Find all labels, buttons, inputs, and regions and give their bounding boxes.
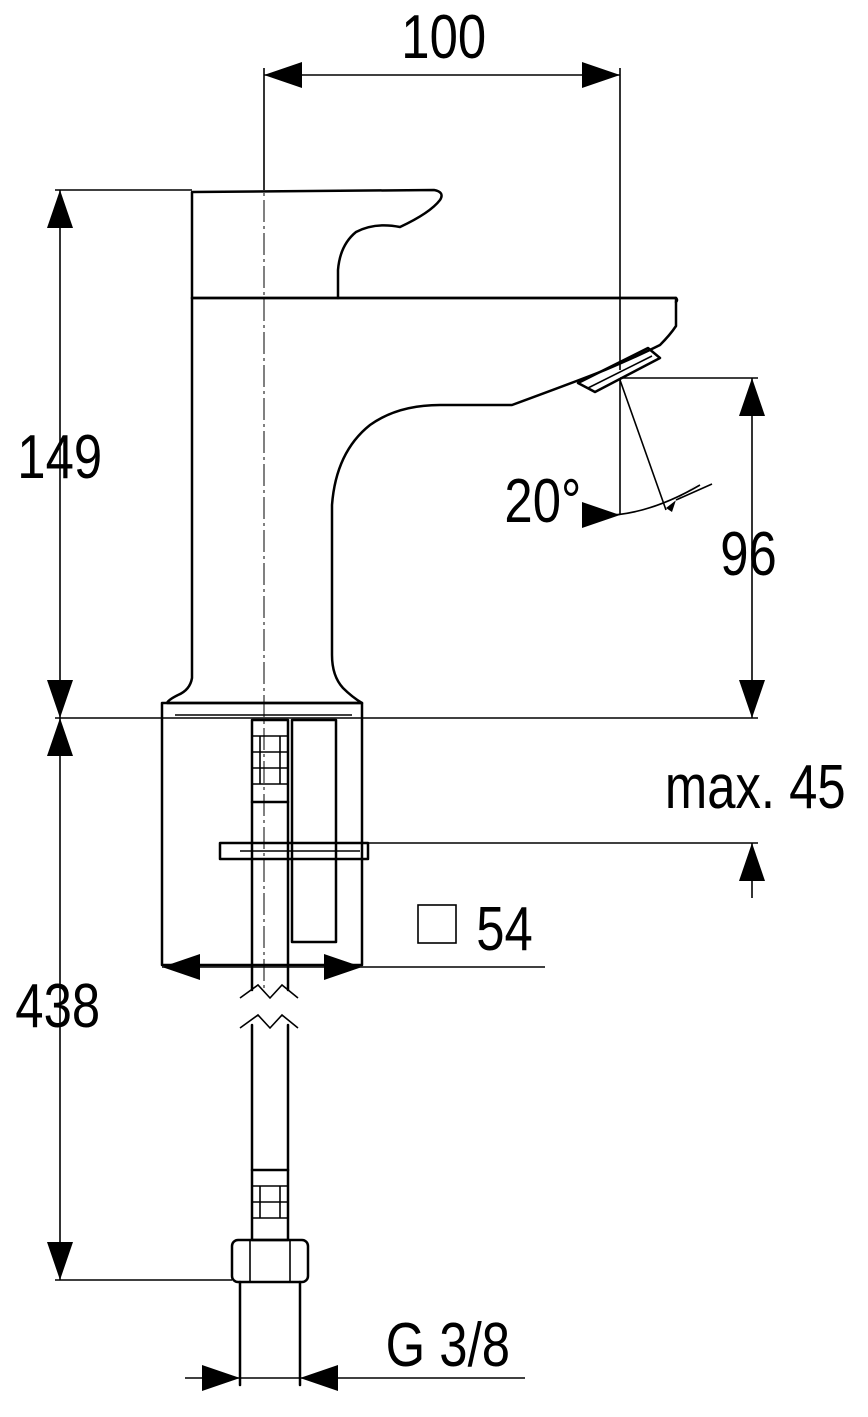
dim-total-height: 149 — [17, 423, 102, 492]
hose-upper-fitting — [250, 718, 290, 804]
dim-max-thickness: max. 45 — [665, 753, 846, 822]
hex-nut — [230, 1238, 310, 1284]
lever-handle — [190, 188, 443, 300]
mounting-plate — [218, 841, 370, 861]
dim-spout-angle: 20° — [504, 467, 581, 536]
square-symbol-icon — [417, 904, 457, 944]
spout-body-outline — [165, 296, 678, 705]
aerator — [576, 346, 662, 394]
dim-spout-reach: 100 — [401, 3, 486, 72]
threaded-rod — [290, 718, 338, 944]
dim-spout-height: 96 — [720, 520, 777, 589]
dimension-lines — [47, 62, 765, 1391]
base-flange — [160, 701, 364, 967]
hose-lower-fitting — [250, 1168, 290, 1242]
dim-hose-length: 438 — [15, 972, 100, 1041]
hose-break-mark-lower — [239, 1013, 299, 1030]
dim-square-size: 54 — [476, 895, 533, 964]
mounting-parts — [218, 718, 370, 1387]
faucet-body — [160, 188, 679, 967]
hose-break-mark — [239, 983, 299, 1000]
dim-thread: G 3/8 — [386, 1311, 510, 1380]
